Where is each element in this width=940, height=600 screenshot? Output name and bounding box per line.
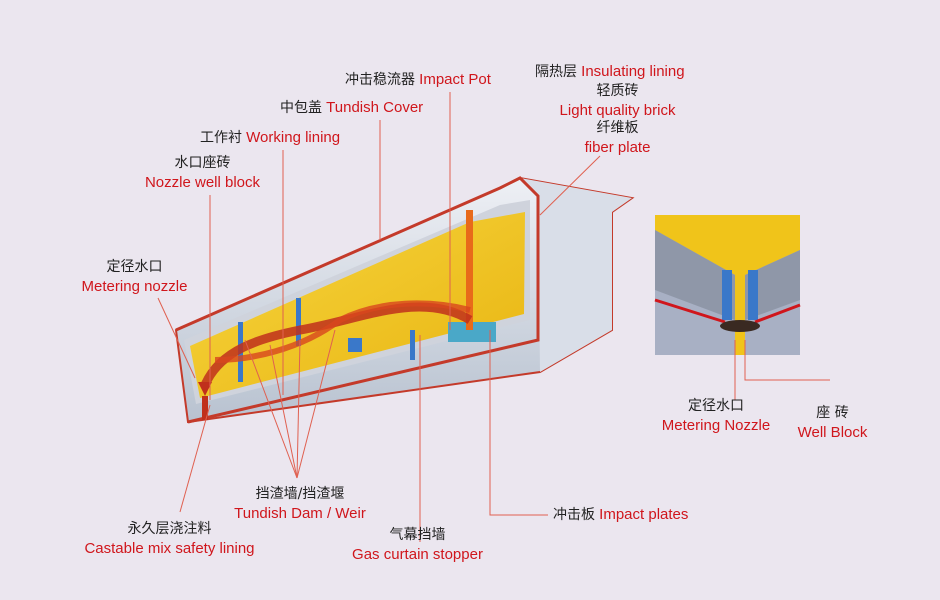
label-en: Nozzle well block	[144, 174, 261, 191]
label-cn: 中包盖	[280, 100, 322, 116]
label-cn: 定径水口	[688, 398, 744, 414]
label-insulating-lining: 隔热层 Insulating lining	[535, 62, 685, 82]
label-en: Well Block	[797, 424, 868, 441]
label-castable: 永久层浇注料 Castable mix safety lining	[72, 520, 267, 558]
label-inset-well-block: 座 砖 Well Block	[790, 404, 875, 442]
label-en: Tundish Cover	[326, 99, 424, 116]
flow-arrow	[200, 302, 473, 387]
label-en: Metering Nozzle	[661, 417, 771, 434]
label-cn: 永久层浇注料	[127, 521, 212, 537]
label-en: Insulating lining	[581, 63, 685, 80]
label-en: Tundish Dam / Weir	[234, 505, 366, 522]
label-metering-nozzle: 定径水口 Metering nozzle	[72, 258, 197, 296]
label-impact-plates: 冲击板 Impact plates	[553, 505, 688, 525]
label-gas-curtain: 气幕挡墙 Gas curtain stopper	[340, 526, 495, 564]
steel-stream	[466, 210, 473, 330]
gas-curtain-block	[348, 338, 362, 352]
label-cn: 气幕挡墙	[389, 527, 446, 543]
label-cn: 水口座砖	[174, 155, 231, 171]
label-en: Castable mix safety lining	[84, 540, 255, 557]
impact-pot	[448, 322, 496, 342]
label-cn: 隔热层	[535, 64, 577, 80]
label-cn: 冲击板	[553, 507, 595, 523]
label-tundish-cover: 中包盖 Tundish Cover	[280, 98, 423, 118]
steel-shell	[175, 176, 540, 424]
metering-nozzle	[202, 396, 208, 420]
label-en: Working lining	[246, 129, 341, 146]
label-light-brick: 轻质砖 Light quality brick	[545, 82, 690, 120]
label-working-lining: 工作衬 Working lining	[200, 128, 340, 148]
label-en: Metering nozzle	[81, 278, 188, 295]
label-cn: 座 砖	[816, 405, 849, 421]
label-nozzle-well-block: 水口座砖 Nozzle well block	[140, 154, 265, 192]
tundish-body	[174, 176, 635, 424]
label-inset-metering-nozzle: 定径水口 Metering Nozzle	[650, 397, 782, 435]
label-cn: 纤维板	[596, 120, 639, 136]
label-en: Gas curtain stopper	[352, 546, 483, 563]
label-en: Light quality brick	[559, 102, 676, 119]
leader-lines	[157, 92, 830, 542]
label-dam-weir: 挡渣墙/挡渣堰 Tundish Dam / Weir	[225, 485, 375, 523]
weir	[296, 298, 301, 346]
label-en: fiber plate	[584, 139, 651, 156]
label-en: Impact Pot	[419, 71, 491, 88]
label-impact-pot: 冲击稳流器 Impact Pot	[345, 70, 491, 90]
label-fiber-plate: 纤维板 fiber plate	[560, 119, 675, 157]
dam-right	[410, 330, 415, 360]
inset-nozzle-detail	[654, 215, 801, 355]
label-cn: 定径水口	[106, 259, 163, 275]
label-cn: 轻质砖	[596, 83, 639, 99]
label-en: Impact plates	[599, 506, 689, 523]
label-cn: 工作衬	[200, 130, 242, 146]
label-cn: 挡渣墙/挡渣堰	[255, 486, 345, 502]
label-cn: 冲击稳流器	[345, 72, 415, 88]
